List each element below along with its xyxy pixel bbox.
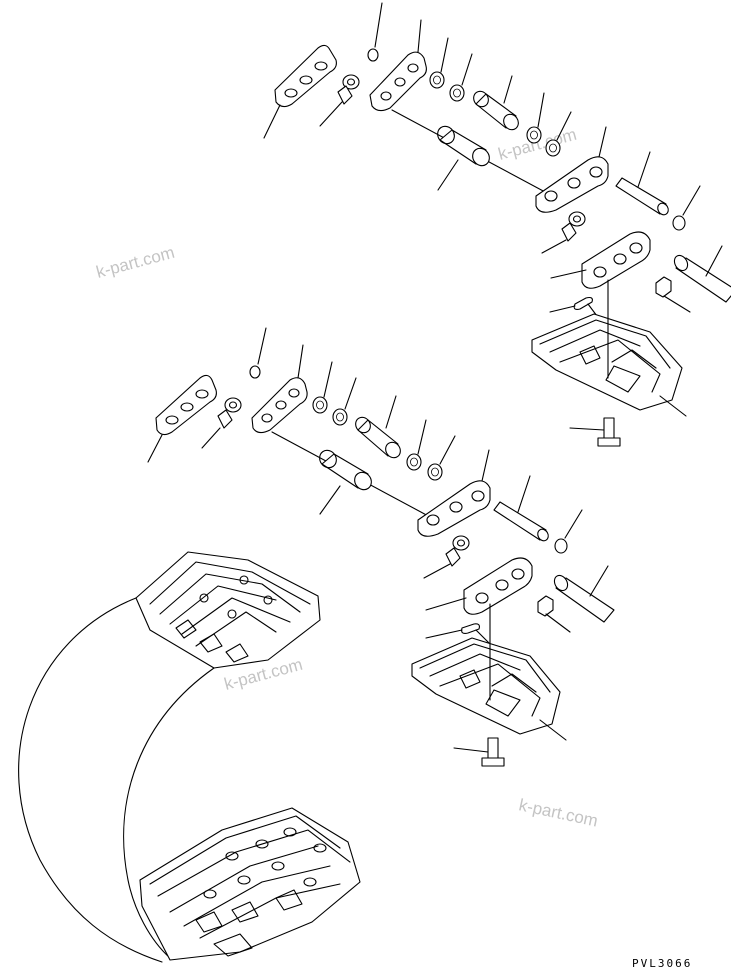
watermark-text: k-part.com — [94, 243, 176, 282]
seal-ring — [312, 396, 328, 414]
master-link-right — [550, 231, 651, 289]
seal-ring — [406, 453, 422, 471]
bushing — [473, 75, 519, 131]
seal-ring — [429, 71, 445, 89]
track-pin — [493, 475, 549, 542]
bushing-long — [437, 125, 490, 191]
bushing — [355, 395, 401, 459]
master-link-right — [425, 557, 533, 615]
seal-ring — [526, 126, 542, 144]
seal-ring — [332, 408, 348, 426]
bushing-long — [319, 449, 372, 515]
seal-washer — [541, 211, 586, 254]
key-pin — [425, 623, 491, 645]
upper-assembly — [263, 2, 731, 447]
track-shoe — [411, 603, 567, 741]
drawing-code: PVL3066 — [632, 957, 692, 970]
seal-washer — [319, 74, 360, 127]
track-link-left — [251, 344, 308, 434]
track-shoe-chain-assembly — [18, 551, 361, 963]
seal-washer — [201, 397, 242, 449]
master-link-left — [147, 374, 217, 463]
track-pin — [615, 151, 669, 216]
track-link-right — [417, 449, 491, 537]
nut — [655, 276, 691, 313]
master-pin — [553, 565, 615, 623]
watermark-text: k-part.com — [517, 795, 599, 830]
snap-ring — [367, 48, 379, 62]
track-link-left — [369, 19, 427, 112]
nut — [537, 595, 571, 633]
track-shoe-group-lower — [139, 807, 361, 961]
track-shoe — [531, 279, 687, 417]
track-shoe-group-upper — [135, 551, 321, 669]
seal-ring — [427, 463, 443, 481]
master-pin — [673, 245, 731, 303]
snap-ring — [554, 538, 568, 554]
seal-ring — [449, 84, 465, 102]
seal-ring — [545, 139, 561, 157]
track-link-right — [535, 126, 609, 213]
snap-ring — [672, 215, 686, 231]
master-link-left — [263, 44, 337, 139]
snap-ring — [249, 365, 261, 379]
seal-washer — [423, 535, 470, 579]
lower-assembly — [147, 327, 615, 767]
shoe-bolt — [453, 737, 505, 767]
shoe-bolt — [569, 417, 621, 447]
